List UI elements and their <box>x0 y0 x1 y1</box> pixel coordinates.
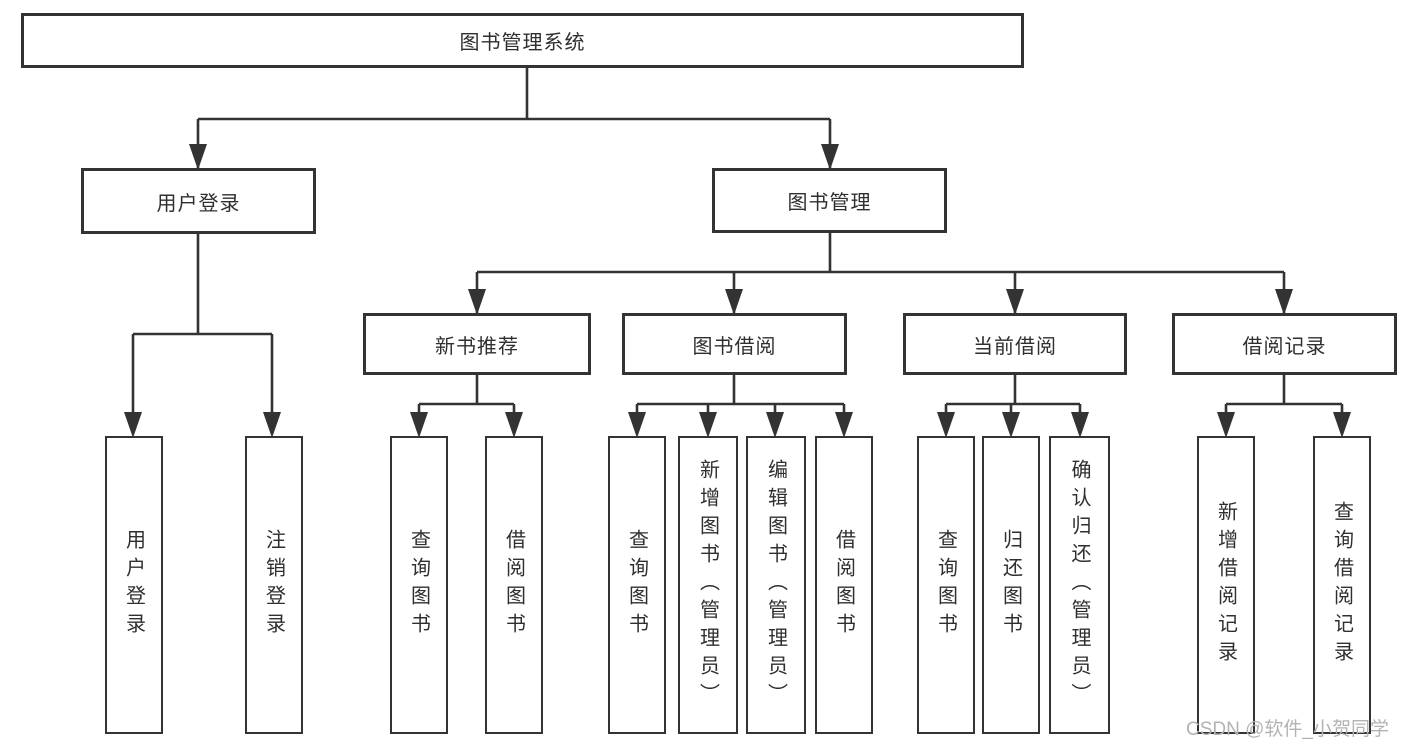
arrowhead-icon <box>628 412 646 438</box>
connector-new-book-branch <box>417 375 516 434</box>
node-query-books-1: 查询图书 <box>390 436 448 734</box>
arrowhead-icon <box>124 412 142 438</box>
node-edit-books-admin: 编辑图书（管理员） <box>746 436 806 734</box>
arrowhead-icon <box>699 412 717 438</box>
node-label: 用户登录 <box>122 529 145 641</box>
node-user-login-leaf: 用户登录 <box>105 436 163 734</box>
connector-book-mgmt-branch <box>475 233 1286 313</box>
node-label: 确认归还（管理员） <box>1068 459 1090 711</box>
arrowhead-icon <box>766 412 784 438</box>
node-book-management-system: 图书管理系统 <box>21 13 1024 68</box>
node-borrow-books-2: 借阅图书 <box>815 436 873 734</box>
arrowhead-icon <box>1071 412 1089 438</box>
node-label: 新增图书（管理员） <box>696 459 719 711</box>
arrowhead-icon <box>1275 289 1293 315</box>
node-borrow-records: 借阅记录 <box>1172 313 1397 375</box>
node-label: 查询图书 <box>625 529 648 641</box>
arrowhead-icon <box>835 412 853 438</box>
node-query-borrow-record: 查询借阅记录 <box>1313 436 1371 734</box>
node-label: 注销登录 <box>262 529 285 641</box>
node-current-borrow: 当前借阅 <box>903 313 1127 375</box>
node-label: 借阅图书 <box>502 529 525 641</box>
connector-borrow-records-branch <box>1224 375 1344 434</box>
node-label: 新增借阅记录 <box>1214 501 1237 669</box>
arrowhead-icon <box>410 412 428 438</box>
node-label: 归还图书 <box>999 529 1022 641</box>
arrowhead-icon <box>1217 412 1235 438</box>
node-book-borrow: 图书借阅 <box>622 313 847 375</box>
node-new-book-recommend: 新书推荐 <box>363 313 591 375</box>
node-logout-login: 注销登录 <box>245 436 303 734</box>
arrowhead-icon <box>505 412 523 438</box>
arrowhead-icon <box>725 289 743 315</box>
connector-root-to-level2 <box>196 68 832 168</box>
arrowhead-icon <box>821 144 839 170</box>
arrowhead-icon <box>1006 289 1024 315</box>
connector-book-borrow-branch <box>635 375 846 434</box>
arrowhead-icon <box>1333 412 1351 438</box>
connector-user-login-branch <box>131 234 274 434</box>
node-add-books-admin: 新增图书（管理员） <box>678 436 738 734</box>
node-label: 查询借阅记录 <box>1330 501 1353 669</box>
arrowhead-icon <box>468 289 486 315</box>
node-add-borrow-record: 新增借阅记录 <box>1197 436 1255 734</box>
node-return-books: 归还图书 <box>982 436 1040 734</box>
node-user-login: 用户登录 <box>81 168 316 234</box>
node-confirm-return-admin: 确认归还（管理员） <box>1049 436 1110 734</box>
node-label: 查询图书 <box>407 529 430 641</box>
node-query-books-3: 查询图书 <box>917 436 975 734</box>
node-borrow-books-1: 借阅图书 <box>485 436 543 734</box>
csdn-watermark: CSDN @软件_小贺同学 <box>1186 719 1389 740</box>
node-book-management: 图书管理 <box>712 168 947 233</box>
arrowhead-icon <box>189 144 207 170</box>
arrowhead-icon <box>937 412 955 438</box>
node-label: 查询图书 <box>934 529 957 641</box>
arrowhead-icon <box>263 412 281 438</box>
node-label: 编辑图书（管理员） <box>764 459 787 711</box>
node-label: 借阅图书 <box>832 529 855 641</box>
node-query-books-2: 查询图书 <box>608 436 666 734</box>
arrowhead-icon <box>1002 412 1020 438</box>
